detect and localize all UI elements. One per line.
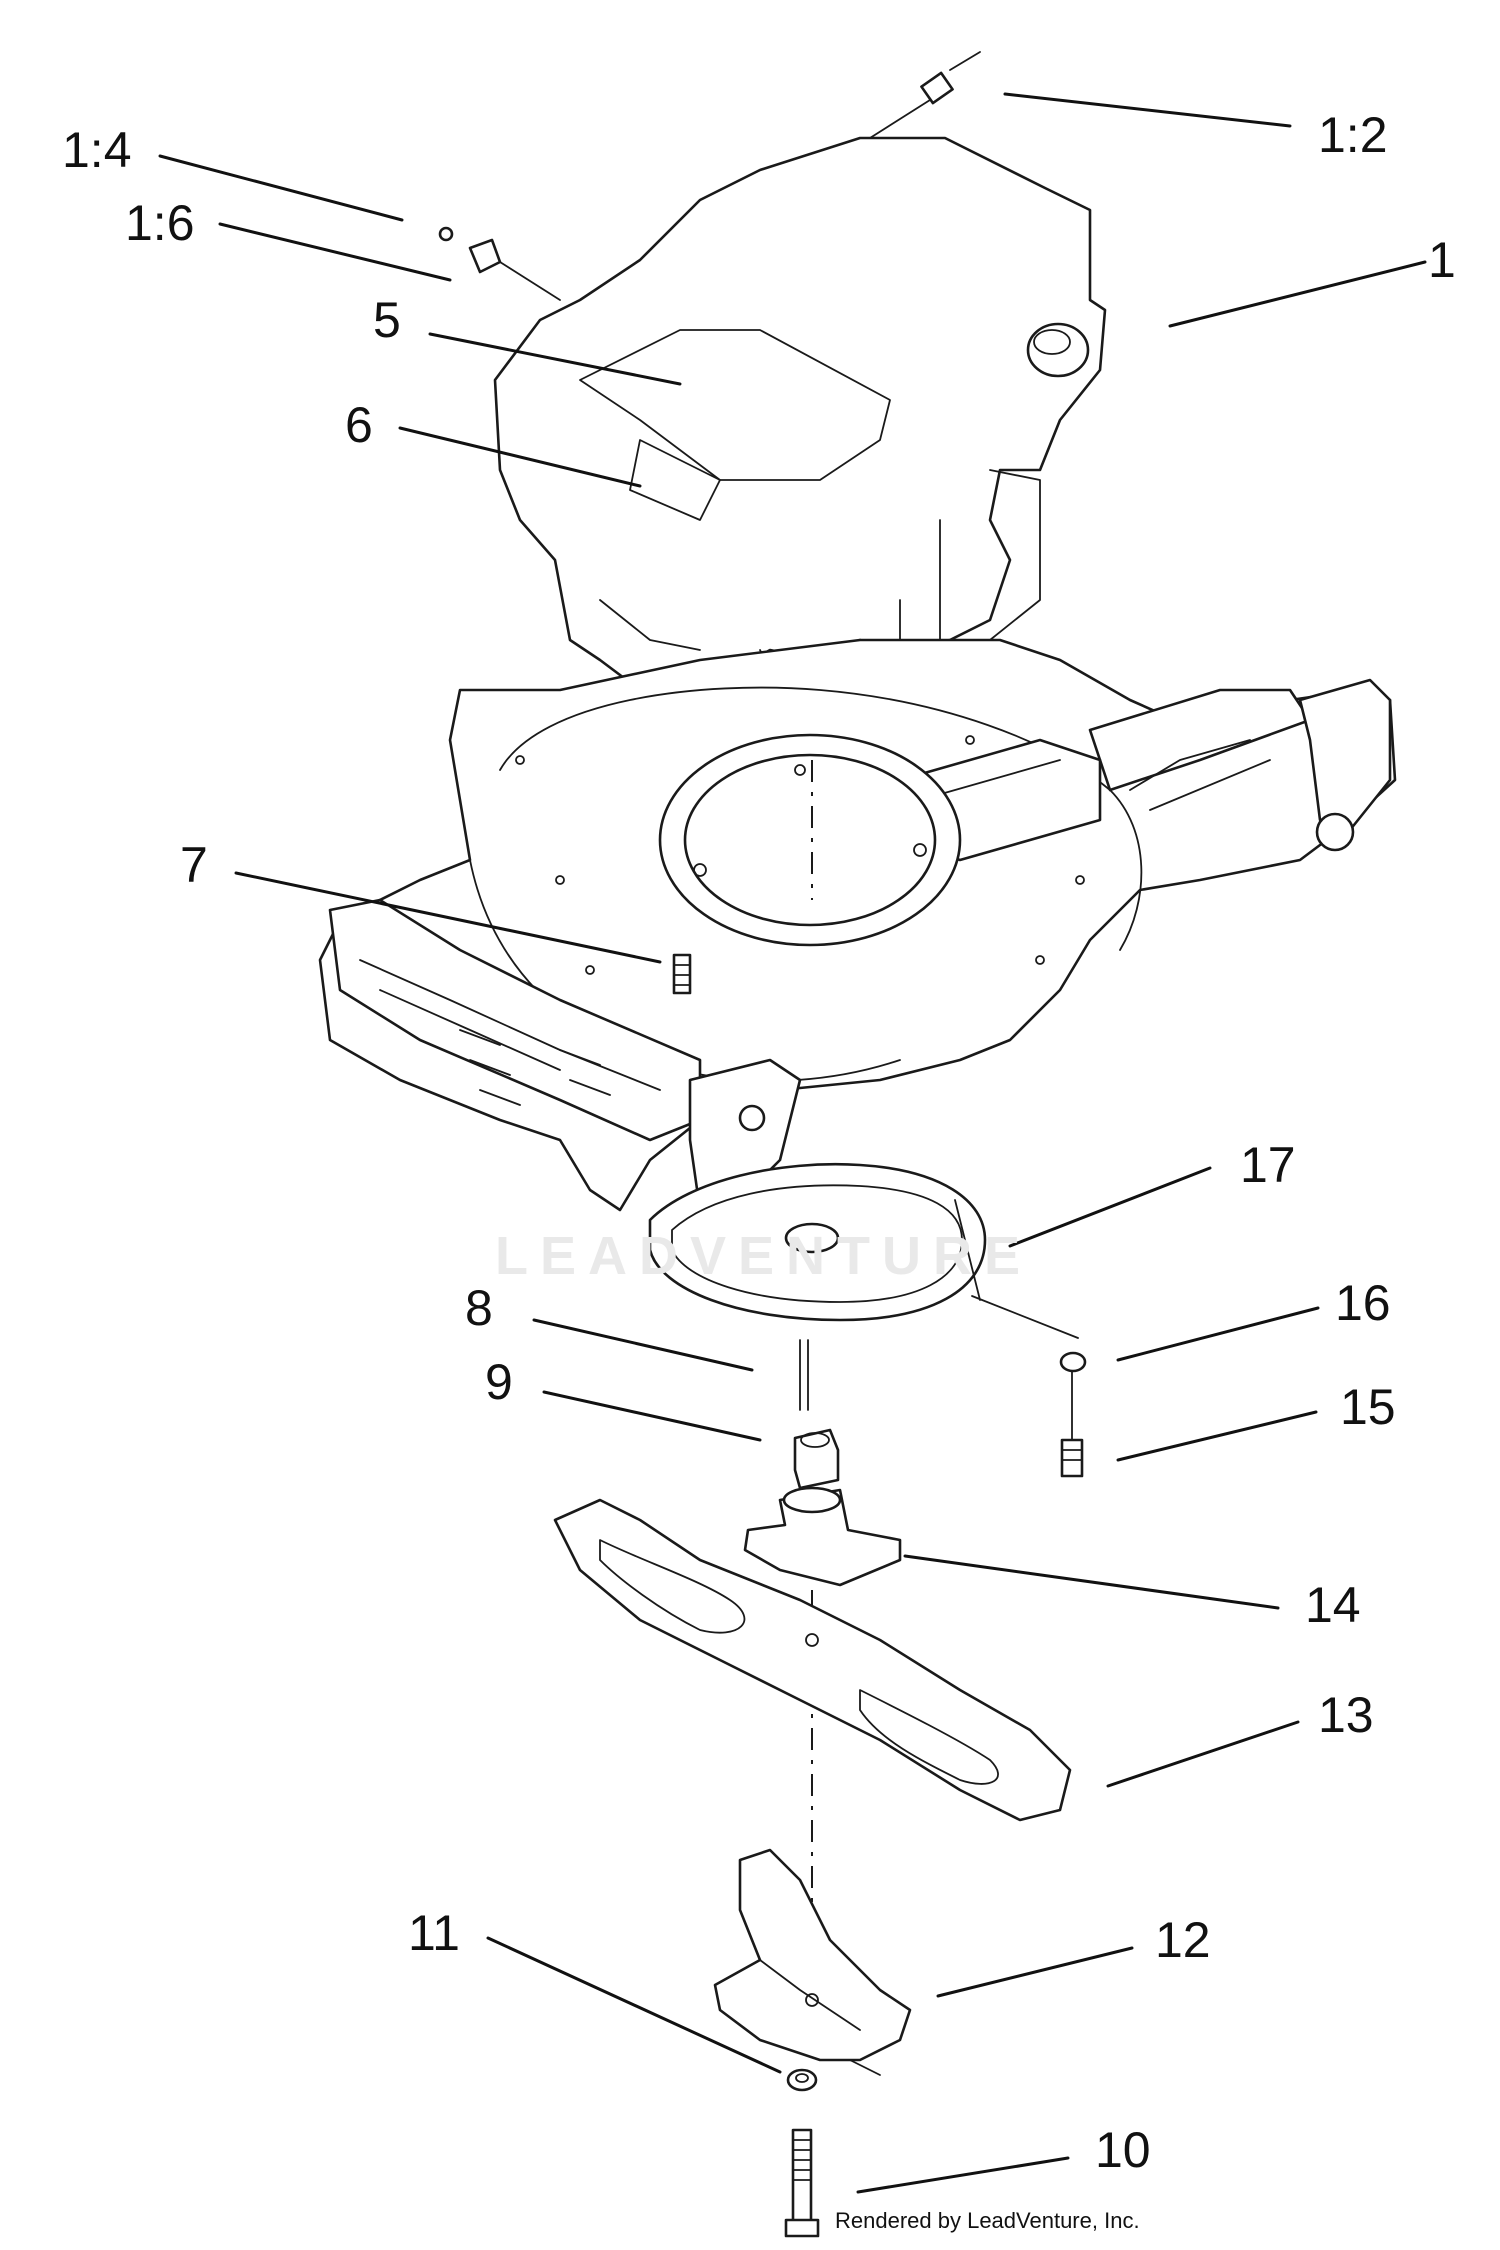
watermark-text: LEADVENTURE: [495, 1226, 1033, 1286]
blade-part-12: [713, 1848, 912, 2076]
callout-1: 1: [1428, 232, 1456, 288]
clip: [468, 238, 502, 274]
spark-plug-boot: [920, 71, 954, 105]
blade-13: [553, 1498, 1072, 1822]
callout-1-6: 1:6: [125, 195, 195, 251]
callout-7: 7: [180, 837, 208, 893]
callout-5: 5: [373, 292, 401, 348]
fasteners-15-16: [1059, 1351, 1087, 1478]
callout-13: 13: [1318, 1687, 1374, 1743]
callout-12: 12: [1155, 1912, 1211, 1968]
callout-8: 8: [465, 1280, 493, 1336]
mower-deck: [318, 638, 1397, 1212]
callout-15: 15: [1340, 1379, 1396, 1435]
callout-6: 6: [345, 397, 373, 453]
callout-1-4: 1:4: [62, 122, 132, 178]
decal-5-outline: [579, 329, 891, 481]
deck-plate-17: [648, 1162, 1079, 1339]
render-credit: Rendered by LeadVenture, Inc.: [835, 2208, 1140, 2233]
callout-9: 9: [485, 1354, 513, 1410]
callout-1-2: 1:2: [1318, 107, 1388, 163]
callout-17: 17: [1240, 1137, 1296, 1193]
bolt-7: [672, 953, 692, 995]
clip-screw: [438, 226, 454, 242]
callout-10: 10: [1095, 2122, 1151, 2178]
rear-wheel-hub: [1315, 812, 1355, 852]
callout-14: 14: [1305, 1577, 1361, 1633]
fuel-cap: [1026, 322, 1090, 378]
fasteners-10-11: [784, 2068, 820, 2238]
decal-6-outline: [629, 439, 721, 521]
leader-lines: [158, 92, 1427, 2194]
callout-16: 16: [1335, 1275, 1391, 1331]
engine-assembly: [438, 51, 1107, 890]
callout-11: 11: [408, 1905, 460, 1961]
